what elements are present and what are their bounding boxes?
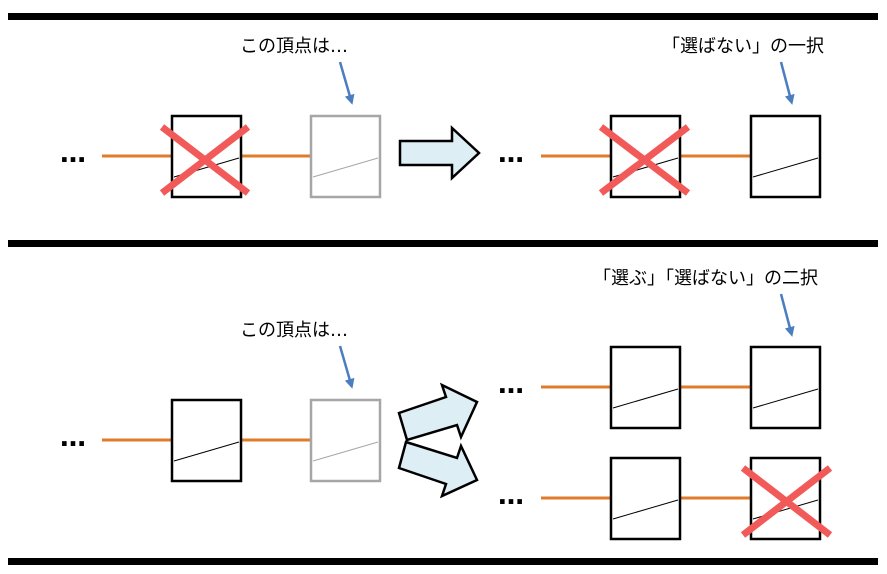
bottom-vertex-box-5-diagonal	[612, 499, 679, 520]
top-result-pointer	[779, 61, 795, 105]
bottom-vertex-box-5	[609, 456, 682, 541]
bottom-branch-arrow-up	[397, 382, 479, 442]
top-vertex-note: この頂点は…	[240, 36, 348, 57]
top-vertex-box-2	[309, 114, 382, 199]
bottom-panel: … この頂点は… … … 「選ぶ」「選ばない」の二択	[60, 268, 833, 541]
top-vertex-box-2-diagonal	[312, 157, 379, 178]
top-panel: … この頂点は… … 「選ばない」の一択	[60, 36, 824, 199]
bottom-branch-arrow-down	[397, 440, 479, 499]
divider-top	[8, 13, 878, 20]
divider-bottom	[8, 558, 878, 565]
bottom-vertex-box-4	[749, 345, 822, 430]
bottom-ellipsis-branch-1: …	[498, 370, 524, 400]
bottom-result-pointer	[779, 293, 795, 337]
bottom-vertex-box-1	[170, 398, 243, 483]
bottom-vertex-note: この頂点は…	[240, 320, 348, 341]
top-result-note: 「選ばない」の一択	[662, 36, 824, 57]
top-cross-mark-1	[159, 124, 251, 196]
bottom-vertex-box-3-diagonal	[612, 388, 679, 409]
bottom-result-note: 「選ぶ」「選ばない」の二択	[593, 268, 818, 289]
bottom-vertex-box-3	[609, 345, 682, 430]
top-ellipsis-left: …	[60, 139, 86, 169]
top-vertex-pointer	[338, 61, 355, 105]
bottom-ellipsis-left: …	[60, 423, 86, 453]
top-ellipsis-right: …	[498, 139, 524, 169]
bottom-vertex-box-4-diagonal	[752, 388, 819, 409]
top-vertex-box-4-diagonal	[752, 157, 819, 178]
top-transition-arrow	[398, 125, 481, 181]
bottom-cross-mark	[740, 465, 833, 538]
divider-middle	[8, 240, 878, 247]
bottom-ellipsis-branch-2: …	[498, 481, 524, 511]
bottom-vertex-pointer	[338, 345, 355, 389]
bottom-vertex-box-2-diagonal	[312, 441, 379, 462]
top-vertex-box-4	[749, 114, 822, 199]
top-cross-mark-2	[598, 124, 691, 196]
bottom-vertex-box-2	[309, 398, 382, 483]
bottom-vertex-box-1-diagonal	[173, 441, 240, 462]
